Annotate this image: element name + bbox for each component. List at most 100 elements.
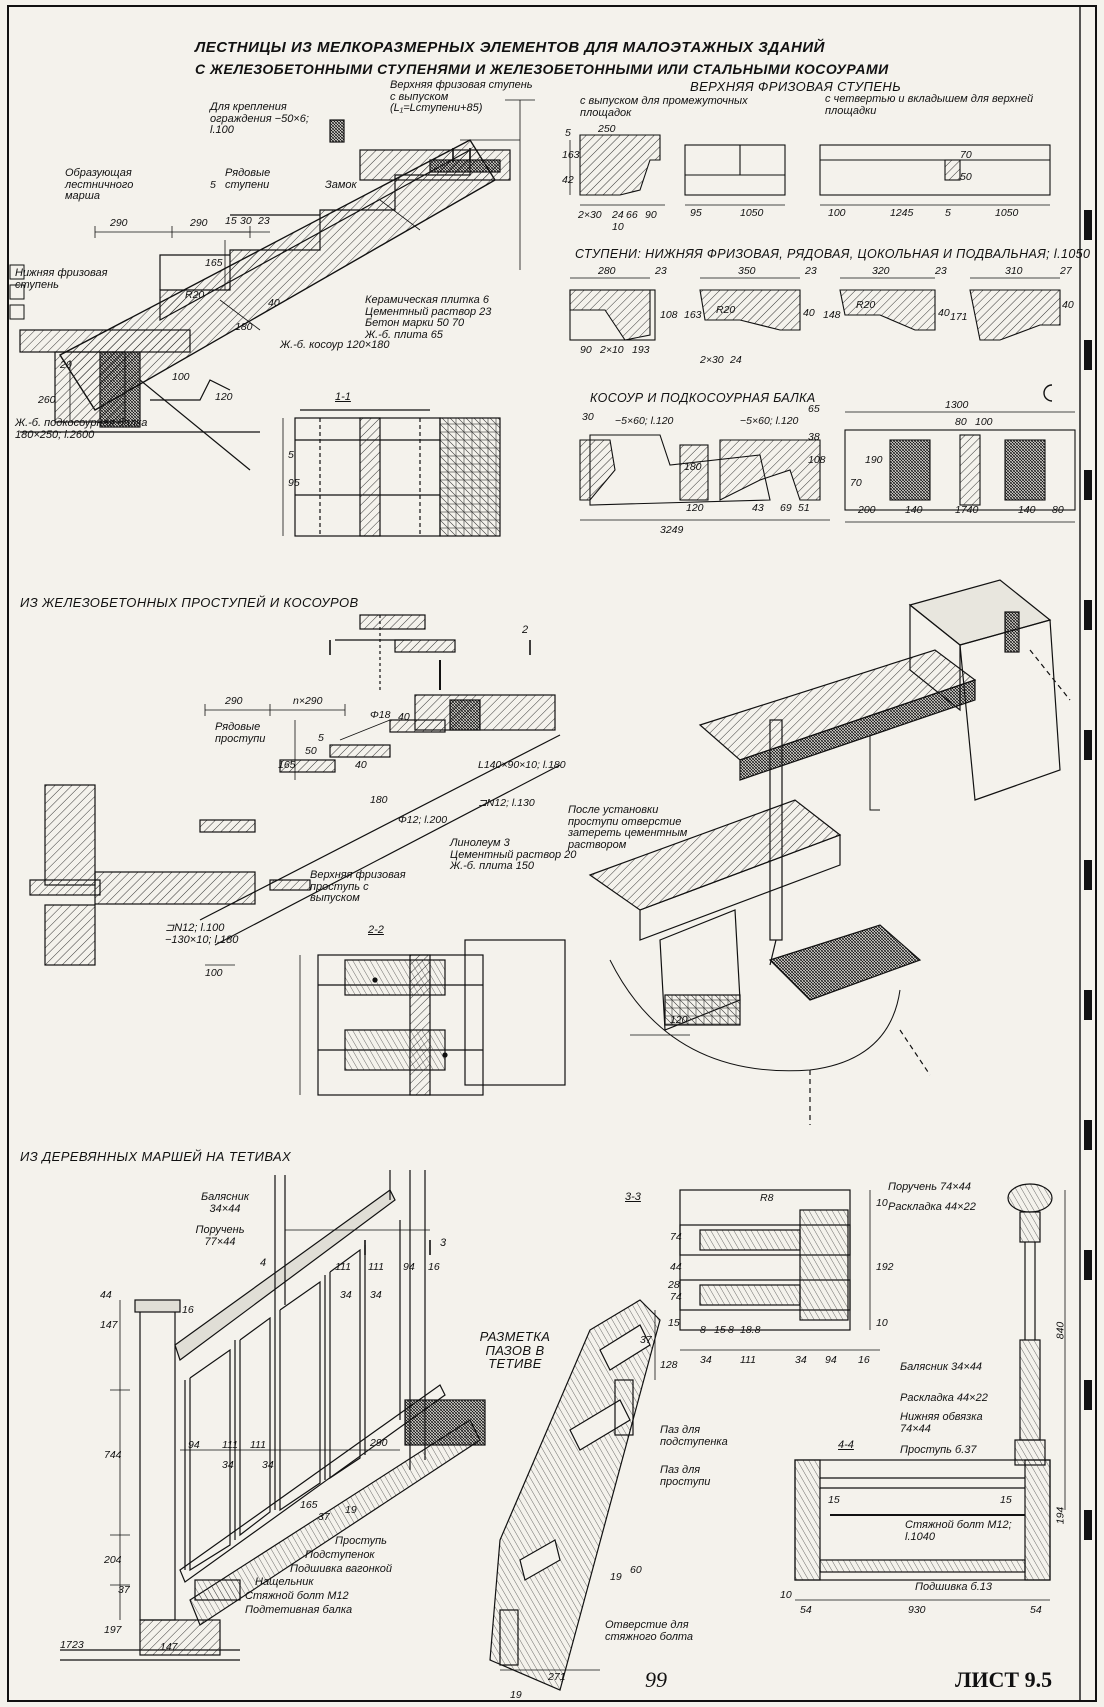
c33-dim: 34 [795, 1354, 807, 1366]
us-dim: 24 [612, 209, 624, 221]
us-dim: 1050 [740, 207, 764, 219]
railing-label: Балясник 34×44 [900, 1361, 983, 1373]
railing-label: Раскладка 44×22 [900, 1392, 988, 1404]
section3-drawing [60, 1170, 1066, 1691]
c33-dim: 10 [876, 1317, 888, 1329]
mk-dim: 128 [660, 1359, 678, 1371]
mk-dim: 37 [640, 1334, 652, 1346]
s3-dim: 111 [222, 1439, 238, 1451]
s2-dim: 50 [305, 745, 317, 757]
sp-dim: 65 [808, 403, 820, 415]
st-dim: 193 [632, 344, 650, 356]
stringer-label: Ж.-б. косоур 120×180 [280, 339, 390, 351]
c33-dim: 111 [740, 1354, 756, 1366]
sp-dim: 200 [858, 504, 876, 516]
s3-dim: 197 [104, 1624, 122, 1636]
section1-drawing [19, 99, 535, 537]
us-dim: 250 [598, 123, 616, 135]
c33-dim: 15 [714, 1324, 726, 1336]
s2-upper-label: Верхняя фризовая проступь с выпуском [310, 869, 406, 905]
s3-dim: 17 [60, 1639, 72, 1651]
s3-dim: 94 [403, 1261, 415, 1273]
s3-dim: 34 [340, 1289, 352, 1301]
section3-title: ИЗ ДЕРЕВЯННЫХ МАРШЕЙ НА ТЕТИВАХ [20, 1149, 292, 1164]
stringer-title: КОСОУР И ПОДКОСОУРНАЯ БАЛКА [590, 391, 816, 405]
st-dim: 2×30 [700, 354, 724, 366]
mk-dim: 60 [630, 1564, 642, 1576]
s3-cut-3: 3 [440, 1237, 447, 1249]
st-dim: 2×10 [600, 344, 624, 356]
sp-dim: 38 [808, 431, 820, 443]
sp-dim: 140 [1018, 504, 1036, 516]
fastening-label: Для крепления ограждения −50×6; l.100 [210, 101, 309, 137]
c44-dim: 15 [1000, 1494, 1012, 1506]
s3-dim: 744 [104, 1449, 122, 1461]
us-dim: 90 [645, 209, 657, 221]
s1-dim: 95 [288, 477, 300, 489]
s2-layers-label: Линолеум 3 Цементный раствор 20 Ж.-б. пл… [450, 837, 577, 873]
s1-dim: 180 [235, 321, 253, 333]
s1-dim: 290 [110, 217, 128, 229]
s1-dim: 5 [210, 179, 216, 191]
s3-dim: 111 [335, 1261, 351, 1273]
cut-markers [329, 148, 531, 1255]
sp-dim: 120 [686, 502, 704, 514]
sp-dim: 140 [905, 504, 923, 516]
sp-dim: −5×60; l.120 [740, 415, 799, 427]
s1-dim: 15 [225, 215, 237, 227]
s2-dim: Φ12; l.200 [398, 814, 448, 826]
left-wall-blocks [9, 264, 25, 320]
railing-dim: 840 [1054, 1321, 1067, 1340]
sp-dim: 3249 [660, 524, 684, 536]
c33-dim: 8 [700, 1324, 706, 1336]
layers-label: Керамическая плитка 6 Цементный раствор … [365, 294, 492, 341]
c44-dim: 15 [828, 1494, 840, 1506]
s3-dim: 16 [428, 1261, 440, 1273]
cut-2-2-label: 2-2 [368, 924, 384, 936]
st-dim: 310 [1005, 265, 1023, 277]
us-dim: 5 [565, 127, 571, 139]
s2-dim: 290 [225, 695, 243, 707]
sp-dim: −5×60; l.120 [615, 415, 674, 427]
s3-dim: 94 [188, 1439, 200, 1451]
sheet-title-line2: С ЖЕЛЕЗОБЕТОННЫМИ СТУПЕНЯМИ И ЖЕЛЕЗОБЕТО… [195, 61, 889, 77]
st-dim: 23 [805, 265, 817, 277]
row-steps-label: Рядовые ступени [225, 167, 271, 191]
us-dim: 10 [612, 221, 624, 233]
mk-dim: 19 [510, 1689, 522, 1701]
c33-dim: 16 [858, 1354, 870, 1366]
bolt-hole-label: Отверстие для стяжного болта [605, 1619, 694, 1643]
us-dim: 1050 [995, 207, 1019, 219]
s3-dim: 19 [345, 1504, 357, 1516]
st-dim: 24 [730, 354, 742, 366]
us-dim: 95 [690, 207, 702, 219]
st-dim: 90 [580, 344, 592, 356]
s1-dim: 120 [215, 391, 233, 403]
upper-step-sub-left: с выпуском для промежуточных площадок [580, 95, 748, 119]
s3-lower-labels: Проступь Подступенок Подшивка вагонкой Н… [245, 1535, 425, 1618]
sp-dim: 80 [955, 416, 967, 428]
steps-title: СТУПЕНИ: НИЖНЯЯ ФРИЗОВАЯ, РЯДОВАЯ, ЦОКОЛ… [575, 247, 1091, 261]
cut-1-1-label: 1-1 [335, 391, 351, 403]
s2-channel-label: ⊐N12; l.100 −130×10; l.180 [165, 922, 239, 946]
s2-dim: 5 [318, 732, 324, 744]
s3-dim: 34 [222, 1459, 234, 1471]
st-dim: 148 [823, 309, 841, 321]
s1-dim: 100 [172, 371, 190, 383]
s2-dim: 40 [398, 711, 410, 723]
s3-dim: 34 [370, 1289, 382, 1301]
upper-step-title: ВЕРХНЯЯ ФРИЗОВАЯ СТУПЕНЬ [690, 79, 902, 94]
c33-dim: 74 [670, 1291, 682, 1303]
tread-slot-label: Паз для проступи [660, 1464, 711, 1488]
s2-dim: ⊐N12; l.130 [478, 797, 535, 809]
cut-4-4-drawing [794, 1459, 1051, 1601]
sheet-number: ЛИСТ 9.5 [955, 1667, 1053, 1692]
us-dim: 70 [960, 149, 972, 161]
s3-dim: 111 [250, 1439, 266, 1451]
mk-dim: 271 [548, 1671, 566, 1683]
us-dim: 100 [828, 207, 846, 219]
s3-dim: 290 [370, 1437, 388, 1449]
s2-cut-label: 2 [522, 624, 529, 636]
c33-dim: 94 [825, 1354, 837, 1366]
